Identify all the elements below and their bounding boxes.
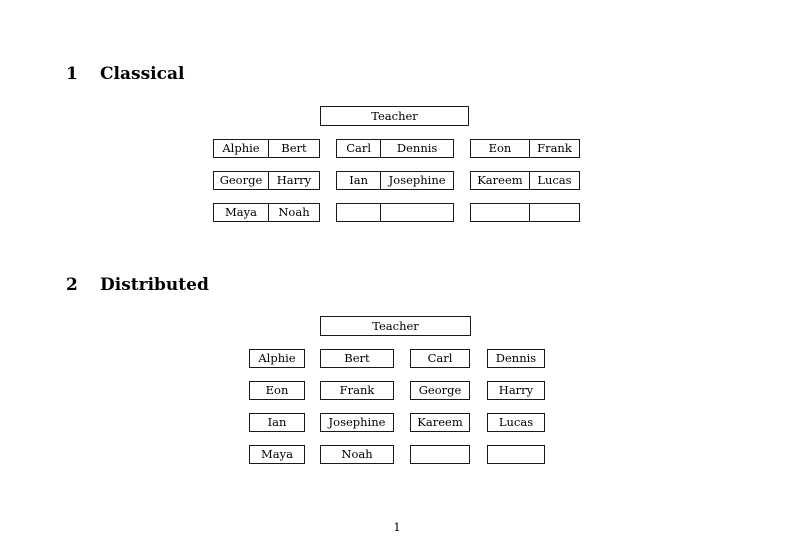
student-box: Ian: [249, 413, 305, 432]
student-box-empty: [487, 445, 545, 464]
student-cell-empty: [471, 204, 529, 221]
student-box: Alphie: [249, 349, 305, 368]
student-cell-empty: [528, 204, 579, 221]
student-cell: Noah: [267, 204, 319, 221]
student-box: Dennis: [487, 349, 545, 368]
student-cell: Frank: [528, 140, 579, 157]
student-box: Josephine: [320, 413, 394, 432]
student-box: Frank: [320, 381, 394, 400]
student-cell: George: [219, 173, 263, 187]
student-cell: Carl: [346, 141, 372, 155]
pair-group-row: George Harry: [213, 171, 320, 190]
student-cell: Lucas: [528, 172, 579, 189]
student-box: Eon: [249, 381, 305, 400]
student-cell: Eon: [488, 141, 512, 155]
section-number: 1: [66, 64, 78, 84]
teacher-box-classical: Teacher: [320, 106, 469, 126]
pair-group-row: [470, 203, 580, 222]
teacher-box-distributed: Teacher: [320, 316, 471, 336]
student-cell-empty: [380, 204, 453, 221]
student-box: Carl: [410, 349, 470, 368]
student-cell: Harry: [267, 172, 319, 189]
student-box-empty: [410, 445, 470, 464]
student-box: Bert: [320, 349, 394, 368]
section-title: Distributed: [100, 275, 209, 295]
pair-group-row: [336, 203, 454, 222]
pair-group-row: Ian Josephine: [336, 171, 454, 190]
student-box: Lucas: [487, 413, 545, 432]
student-cell: Dennis: [380, 140, 453, 157]
pair-group-row: Alphie Bert: [213, 139, 320, 158]
pair-group-row: Kareem Lucas: [470, 171, 580, 190]
student-cell: Josephine: [380, 172, 453, 189]
student-cell-empty: [337, 204, 380, 221]
student-cell: Ian: [349, 173, 369, 187]
student-cell: Kareem: [477, 173, 523, 187]
page-number: 1: [393, 520, 401, 534]
student-box: Harry: [487, 381, 545, 400]
student-box: Kareem: [410, 413, 470, 432]
pair-group-row: Carl Dennis: [336, 139, 454, 158]
section-heading-distributed: 2 Distributed: [66, 275, 209, 295]
student-cell: Alphie: [222, 141, 260, 155]
section-title: Classical: [100, 64, 185, 84]
student-box: Noah: [320, 445, 394, 464]
pair-group-row: Eon Frank: [470, 139, 580, 158]
student-cell: Bert: [267, 140, 319, 157]
student-cell: Maya: [224, 205, 257, 219]
section-number: 2: [66, 275, 78, 295]
student-box: Maya: [249, 445, 305, 464]
section-heading-classical: 1 Classical: [66, 64, 184, 84]
student-box: George: [410, 381, 470, 400]
pair-group-row: Maya Noah: [213, 203, 320, 222]
